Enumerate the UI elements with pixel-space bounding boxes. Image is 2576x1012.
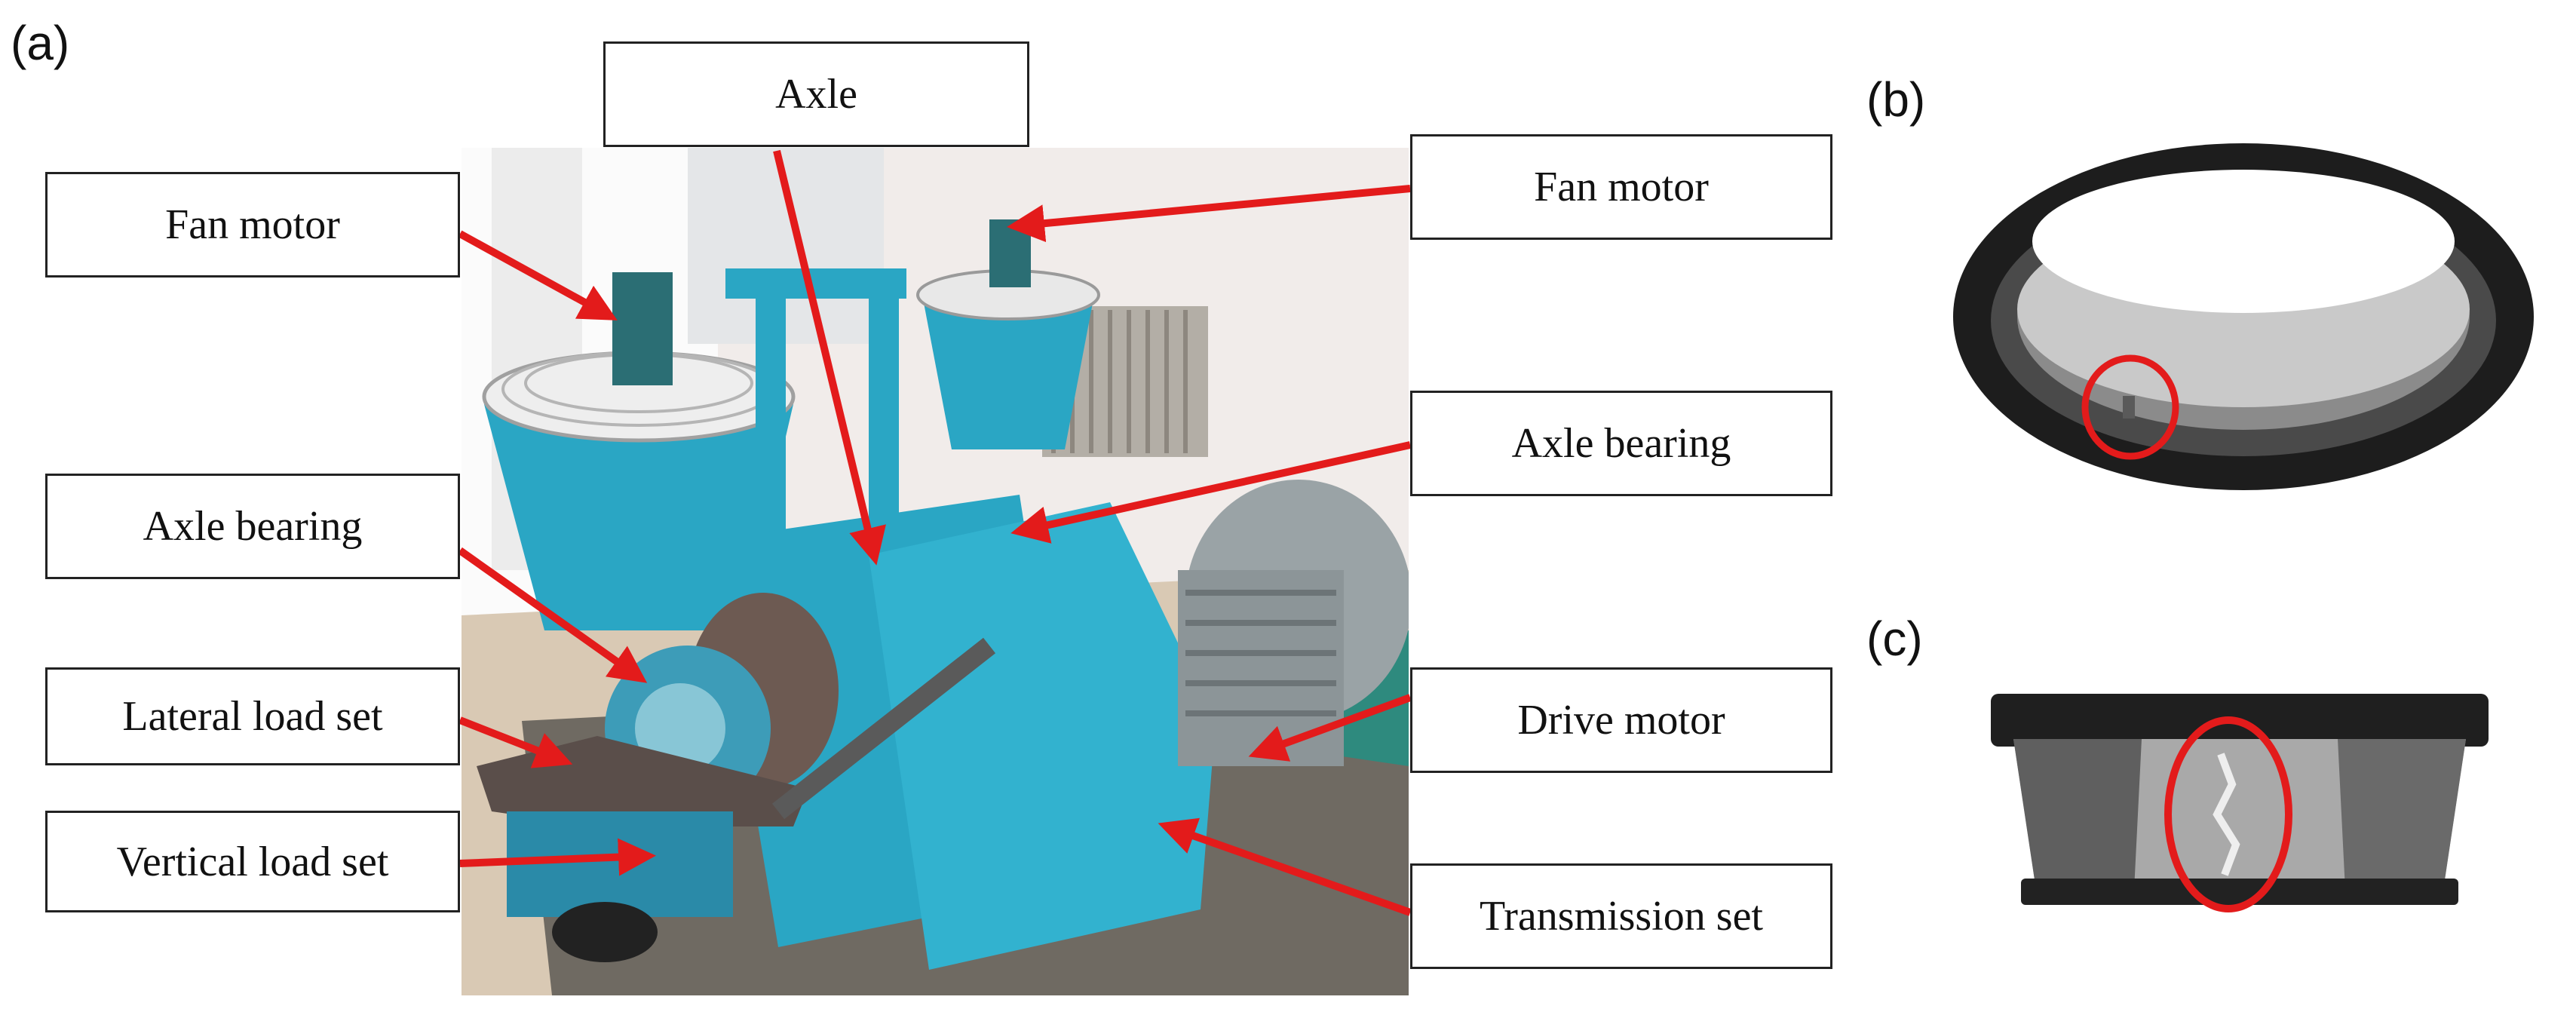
drive-motor-body <box>1178 480 1409 766</box>
defect-circle-c <box>2164 716 2292 912</box>
bearing-photo-c <box>1991 664 2489 912</box>
callout-fan-motor-right: Fan motor <box>1410 134 1832 240</box>
callout-drive-motor: Drive motor <box>1410 667 1832 773</box>
arrow-transmission <box>1158 817 1412 916</box>
arrow-lateral-load <box>458 716 573 768</box>
callout-axle: Axle <box>603 41 1029 147</box>
callout-fan-motor-left: Fan motor <box>45 172 460 278</box>
callout-vertical-load-set: Vertical load set <box>45 811 460 912</box>
arrow-axle-bearing-right <box>1010 441 1412 544</box>
defect-circle-b <box>2081 354 2179 460</box>
panel-label-a: (a) <box>11 16 70 70</box>
arrow-fan-motor-right <box>1007 185 1411 243</box>
callout-transmission-set: Transmission set <box>1410 863 1832 969</box>
arrow-fan-motor-left <box>458 230 618 320</box>
panel-label-c: (c) <box>1866 612 1923 666</box>
callout-lateral-load-set: Lateral load set <box>45 667 460 765</box>
arrow-drive-motor <box>1248 694 1412 762</box>
test-rig-photo <box>462 148 1409 995</box>
test-rig-illustration <box>462 148 1409 995</box>
arrow-axle <box>773 149 886 566</box>
callout-axle-bearing-left: Axle bearing <box>45 474 460 579</box>
arrow-vertical-load <box>459 838 656 876</box>
arrow-axle-bearing-left <box>458 547 648 683</box>
callout-axle-bearing-right: Axle bearing <box>1410 391 1832 496</box>
panel-label-b: (b) <box>1866 72 1926 127</box>
transmission-cover <box>869 502 1216 970</box>
bearing-photo-b <box>1946 128 2541 490</box>
fan-unit-right <box>916 219 1100 449</box>
